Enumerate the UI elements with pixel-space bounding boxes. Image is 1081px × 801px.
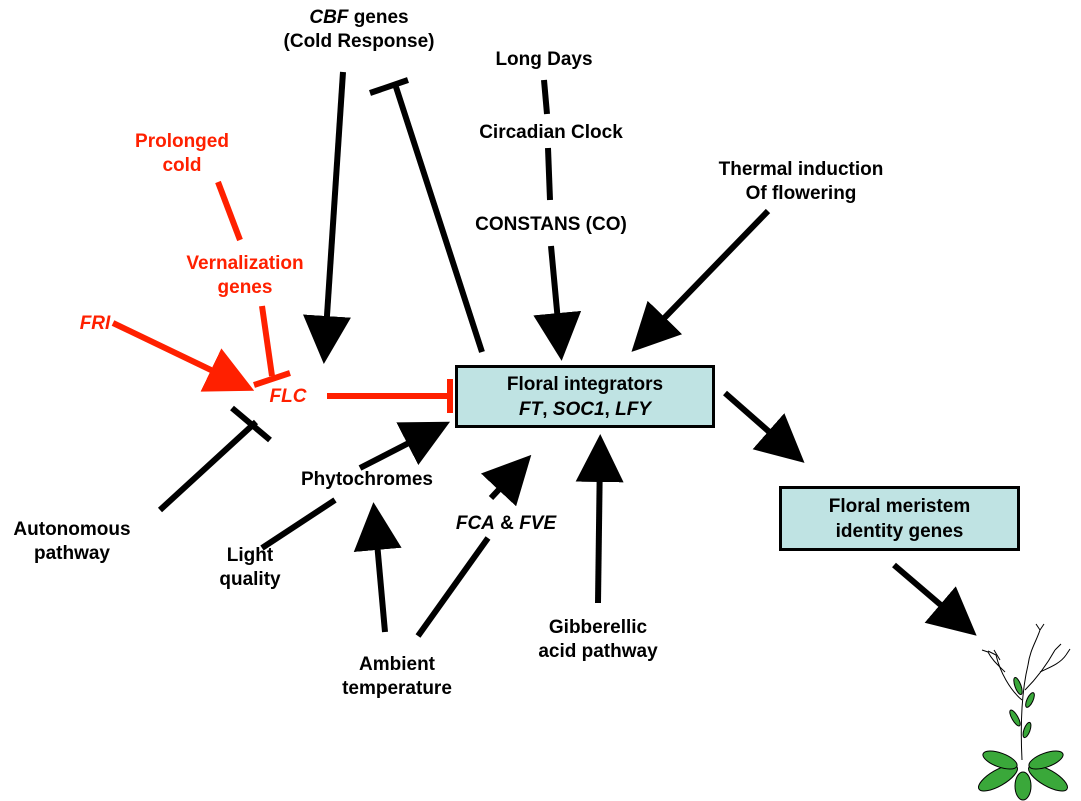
autonomous-inhibit-flc-line bbox=[157, 419, 259, 513]
ft-gene: FT bbox=[519, 398, 543, 420]
flc-label: FLC bbox=[269, 386, 307, 407]
meristem-line2: identity genes bbox=[835, 520, 964, 542]
floral-meristem-box: Floral meristem identity genes bbox=[779, 486, 1020, 551]
light-line2: quality bbox=[219, 569, 281, 590]
fca-fve-label: FCA & FVE bbox=[436, 512, 576, 536]
fri-label: FRI bbox=[79, 313, 111, 334]
gibberellic-line2: acid pathway bbox=[538, 641, 658, 662]
vernalization-genes-label: Vernalization genes bbox=[155, 252, 335, 300]
prolonged-cold-label: Prolonged cold bbox=[112, 130, 252, 178]
thermal-induction-label: Thermal induction Of flowering bbox=[696, 158, 906, 206]
fca-to-integrators-arrow bbox=[480, 454, 532, 507]
lfy-gene: LFY bbox=[615, 398, 651, 420]
constans-to-integrators-arrow bbox=[533, 245, 582, 361]
fca-ampersand: & bbox=[494, 513, 520, 534]
autonomous-line1: Autonomous bbox=[13, 519, 131, 540]
lightquality-to-phytochromes-line bbox=[260, 497, 337, 551]
vernalization-line2: genes bbox=[217, 277, 273, 298]
gibberellic-line1: Gibberellic bbox=[548, 617, 648, 638]
cbf-cold-response: (Cold Response) bbox=[283, 31, 435, 52]
cbf-genes-word: genes bbox=[348, 7, 409, 28]
light-line1: Light bbox=[226, 545, 274, 566]
ambient-to-fca-line bbox=[415, 536, 491, 638]
prolonged-line2: cold bbox=[162, 155, 202, 176]
integrators-sep1: , bbox=[542, 398, 553, 420]
vernalization-inhibit-flc-line bbox=[259, 305, 275, 377]
cold-to-vernalization-line bbox=[215, 180, 243, 242]
ambient-temperature-label: Ambient temperature bbox=[322, 653, 472, 701]
integrators-inhibit-cbf-bar bbox=[369, 77, 409, 96]
ambient-line2: temperature bbox=[342, 678, 452, 699]
vernalization-inhibit-flc-bar bbox=[253, 370, 291, 388]
floral-integrators-box: Floral integrators FT, SOC1, LFY bbox=[455, 365, 715, 428]
light-quality-label: Light quality bbox=[200, 544, 300, 592]
gibberellic-pathway-label: Gibberellic acid pathway bbox=[518, 616, 678, 664]
clock-to-constans-line bbox=[545, 147, 553, 201]
fca-gene: FCA bbox=[455, 513, 495, 534]
autonomous-line2: pathway bbox=[33, 543, 111, 564]
cbf-to-flc-arrow bbox=[303, 71, 351, 364]
circadian-clock-label: Circadian Clock bbox=[479, 122, 623, 143]
long-days-label: Long Days bbox=[495, 49, 593, 70]
thermal-to-integrators-arrow bbox=[631, 208, 771, 352]
ambient-to-phytochromes-arrow bbox=[353, 502, 402, 633]
vernalization-line1: Vernalization bbox=[186, 253, 304, 274]
longdays-to-clock-line bbox=[541, 79, 550, 115]
integrators-inhibit-cbf-line bbox=[393, 86, 485, 353]
floral-integrators-genes: FT, SOC1, LFY bbox=[519, 397, 651, 422]
phytochromes-label: Phytochromes bbox=[301, 469, 433, 490]
gibberellic-to-integrators-arrow bbox=[575, 434, 624, 604]
cbf-gene-name: CBF bbox=[309, 7, 349, 28]
floral-integrators-title: Floral integrators bbox=[506, 373, 664, 395]
integrators-to-meristem-arrow bbox=[723, 390, 805, 463]
fri-to-flc-arrow bbox=[111, 320, 255, 392]
integrators-sep2: , bbox=[604, 398, 616, 420]
thermal-line1: Thermal induction bbox=[718, 159, 884, 180]
soc1-gene: SOC1 bbox=[552, 398, 605, 420]
cbf-genes-label: CBF genes (Cold Response) bbox=[266, 6, 452, 54]
phytochromes-to-integrators-arrow bbox=[358, 421, 451, 471]
ambient-line1: Ambient bbox=[359, 654, 435, 675]
autonomous-inhibit-flc-bar bbox=[230, 405, 272, 443]
arabidopsis-plant-icon bbox=[978, 623, 1071, 801]
autonomous-pathway-label: Autonomous pathway bbox=[2, 518, 142, 566]
meristem-line1: Floral meristem bbox=[828, 495, 971, 517]
meristem-to-plant-arrow bbox=[892, 562, 977, 636]
prolonged-line1: Prolonged bbox=[135, 131, 229, 152]
constans-label: CONSTANS (CO) bbox=[475, 214, 627, 235]
fve-gene: FVE bbox=[519, 513, 557, 534]
thermal-line2: Of flowering bbox=[745, 183, 857, 204]
